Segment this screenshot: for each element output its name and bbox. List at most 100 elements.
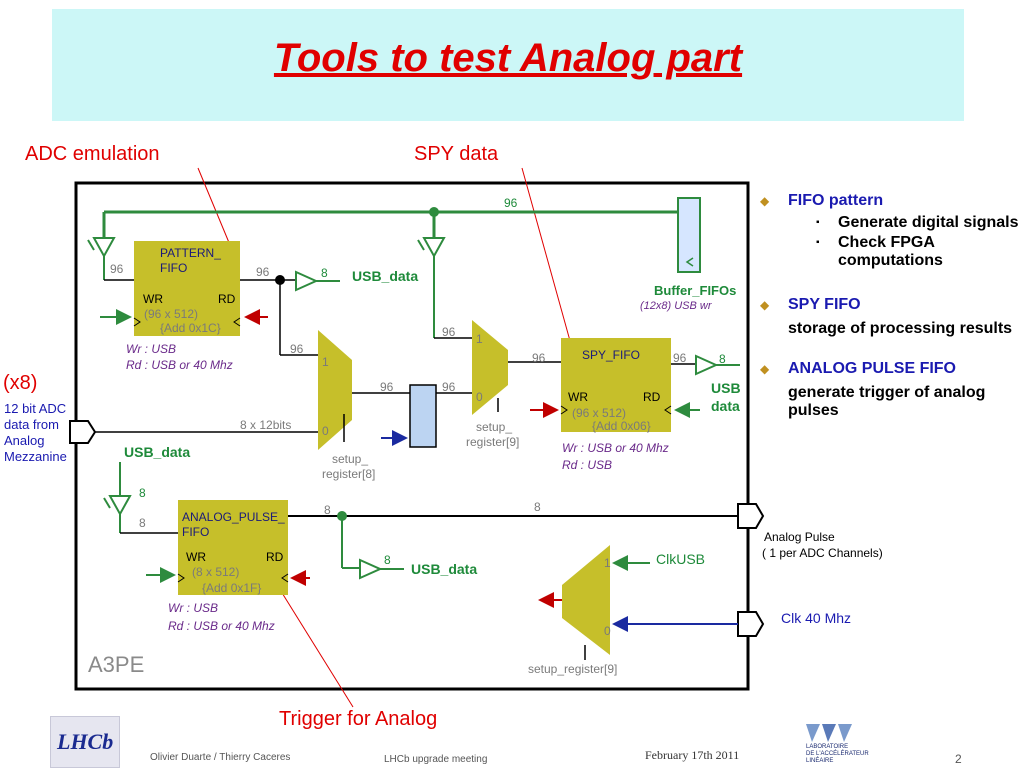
footer-authors: Olivier Duarte / Thierry Caceres bbox=[150, 752, 291, 763]
lal-line: LINÉAIRE bbox=[806, 758, 834, 764]
bullet-heading: SPY FIFO bbox=[788, 296, 861, 313]
callout-line-trigger bbox=[278, 587, 354, 708]
bus-label: 96 bbox=[110, 262, 124, 276]
lal-logo: LABORATOIRE DE L'ACCÉLÉRATEUR LINÉAIRE bbox=[798, 718, 872, 764]
bus-label: 8 bbox=[139, 486, 146, 500]
buffer-fifos-block bbox=[677, 197, 701, 273]
analog-pulse-label: Analog Pulse bbox=[764, 530, 835, 544]
buffer-fifos-label: Buffer_FIFOs bbox=[654, 283, 737, 298]
bus-label: 96 bbox=[673, 351, 687, 365]
callout-line-adc bbox=[197, 167, 231, 246]
buffer-down-ap bbox=[108, 495, 132, 517]
bus-label: 8 bbox=[534, 500, 541, 514]
usb-buffer-ap bbox=[359, 558, 383, 580]
bus-label: 8 x 12bits bbox=[240, 418, 292, 432]
spy-fifo-block bbox=[561, 338, 671, 432]
ap-fifo-title: ANALOG_PULSE_ FIFO bbox=[182, 510, 285, 540]
pattern-fifo-wr-note: Wr : USB bbox=[126, 342, 176, 356]
spy-fifo-addr: {Add 0x06} bbox=[592, 419, 651, 433]
bullet-text: storage of processing results bbox=[788, 320, 1013, 337]
adc-input-line: data from bbox=[4, 417, 59, 432]
spy-fifo-wr: WR bbox=[568, 390, 588, 404]
bus-label: 96 bbox=[442, 325, 456, 339]
pattern-fifo-size: (96 x 512) bbox=[144, 307, 199, 321]
spy-fifo-title: SPY_FIFO bbox=[582, 348, 641, 362]
buffer-fifos-note: (12x8) USB wr bbox=[640, 300, 712, 312]
usb-buffer-spy bbox=[695, 354, 719, 376]
mux-input-label: 1 bbox=[322, 355, 329, 369]
ap-fifo-name2: FIFO bbox=[182, 525, 210, 539]
page-title: Tools to test Analog part bbox=[273, 36, 743, 80]
bus-label: 96 bbox=[290, 342, 304, 356]
mux-input-label: 0 bbox=[476, 390, 483, 404]
sub-bullet-text: Check FPGA computations bbox=[838, 234, 943, 269]
pipeline-register bbox=[409, 384, 437, 448]
callout-trigger: Trigger for Analog bbox=[279, 708, 438, 730]
bullet-heading: FIFO pattern bbox=[788, 192, 884, 209]
callout-spy-data: SPY data bbox=[414, 143, 499, 165]
clkusb-label: ClkUSB bbox=[656, 551, 706, 567]
pattern-fifo-title: PATTERN_ FIFO bbox=[160, 246, 221, 276]
lal-logo-graphic bbox=[806, 724, 852, 742]
mux-input-label: 0 bbox=[322, 424, 329, 438]
page-number: 2 bbox=[955, 752, 962, 766]
bus-label: 96 bbox=[504, 196, 518, 210]
bus-label: 8 bbox=[324, 503, 331, 517]
lhcb-logo-text: LHCb bbox=[57, 729, 114, 754]
diamond-icon: ◆ bbox=[760, 194, 770, 208]
buffer-down-mid bbox=[417, 237, 446, 259]
ap-fifo-rd: RD bbox=[266, 550, 284, 564]
lal-logo-text: LABORATOIRE DE L'ACCÉLÉRATEUR LINÉAIRE bbox=[806, 744, 869, 765]
bus-label: 8 bbox=[139, 516, 146, 530]
top-bus-junction bbox=[429, 207, 439, 217]
usb-data-label: data bbox=[711, 398, 740, 414]
spy-fifo-wr-note: Wr : USB or 40 Mhz bbox=[562, 441, 669, 455]
pattern-fifo-rd-note: Rd : USB or 40 Mhz bbox=[126, 358, 233, 372]
mux-3 bbox=[562, 545, 610, 655]
mux-select-label: setup_ bbox=[476, 420, 513, 434]
lhcb-logo: LHCb bbox=[50, 716, 120, 768]
usb-data-label: USB_data bbox=[124, 444, 191, 460]
bus-label: 96 bbox=[532, 351, 546, 365]
top-bus bbox=[102, 210, 677, 238]
pattern-fifo-name2: FIFO bbox=[160, 261, 188, 275]
square-bullet-icon: ▪ bbox=[816, 237, 820, 248]
callout-line-spy bbox=[521, 167, 573, 349]
callout-adc-emulation: ADC emulation bbox=[25, 143, 160, 165]
sub-bullet: ▪ Check FPGA computations bbox=[758, 234, 1020, 270]
bus-label: 96 bbox=[380, 380, 394, 394]
pattern-fifo-block bbox=[134, 241, 240, 336]
analog-pulse-port bbox=[737, 503, 765, 529]
ap-fifo-rd-note: Rd : USB or 40 Mhz bbox=[168, 619, 275, 633]
adc-input-line: 12 bit ADC bbox=[4, 401, 67, 416]
usb-buffer-1 bbox=[295, 270, 319, 292]
ap-fifo-wr: WR bbox=[186, 550, 206, 564]
pattern-fifo-name: PATTERN_ bbox=[160, 246, 221, 260]
ap-fifo-size: (8 x 512) bbox=[192, 565, 240, 579]
clk40-port bbox=[737, 611, 765, 637]
clk40-label: Clk 40 Mhz bbox=[781, 610, 852, 626]
mux-select-label: setup_ bbox=[332, 452, 369, 466]
bullet-list: ◆ FIFO pattern ▪ Generate digital signal… bbox=[758, 192, 1020, 420]
ap-fifo-wr-note: Wr : USB bbox=[168, 601, 218, 615]
analog-pulse-label2: ( 1 per ADC Channels) bbox=[762, 546, 883, 560]
bullet-text: generate trigger of analog pulses bbox=[788, 384, 986, 419]
analog-pulse-fifo-block bbox=[178, 500, 288, 595]
board-label: A3PE bbox=[88, 652, 145, 677]
mux-select-label: register[8] bbox=[322, 467, 376, 481]
bus-label: 8 bbox=[321, 266, 328, 280]
mux-input-label: 1 bbox=[604, 556, 611, 570]
adc-input-label: 12 bit ADC data from Analog Mezzanine bbox=[4, 401, 67, 465]
bullet-item: ◆ FIFO pattern bbox=[758, 192, 1020, 210]
pattern-fifo-wr: WR bbox=[143, 292, 163, 306]
spy-fifo-rd: RD bbox=[643, 390, 661, 404]
ap-fifo-addr: {Add 0x1F} bbox=[202, 581, 262, 595]
adc-input-line: Analog bbox=[4, 433, 45, 448]
mux-input-label: 1 bbox=[476, 332, 483, 346]
callout-x8: (x8) bbox=[3, 372, 38, 394]
bus-label: 96 bbox=[256, 265, 270, 279]
bus-label: 8 bbox=[719, 352, 726, 366]
spy-fifo-size: (96 x 512) bbox=[572, 406, 627, 420]
diamond-icon: ◆ bbox=[760, 298, 770, 312]
